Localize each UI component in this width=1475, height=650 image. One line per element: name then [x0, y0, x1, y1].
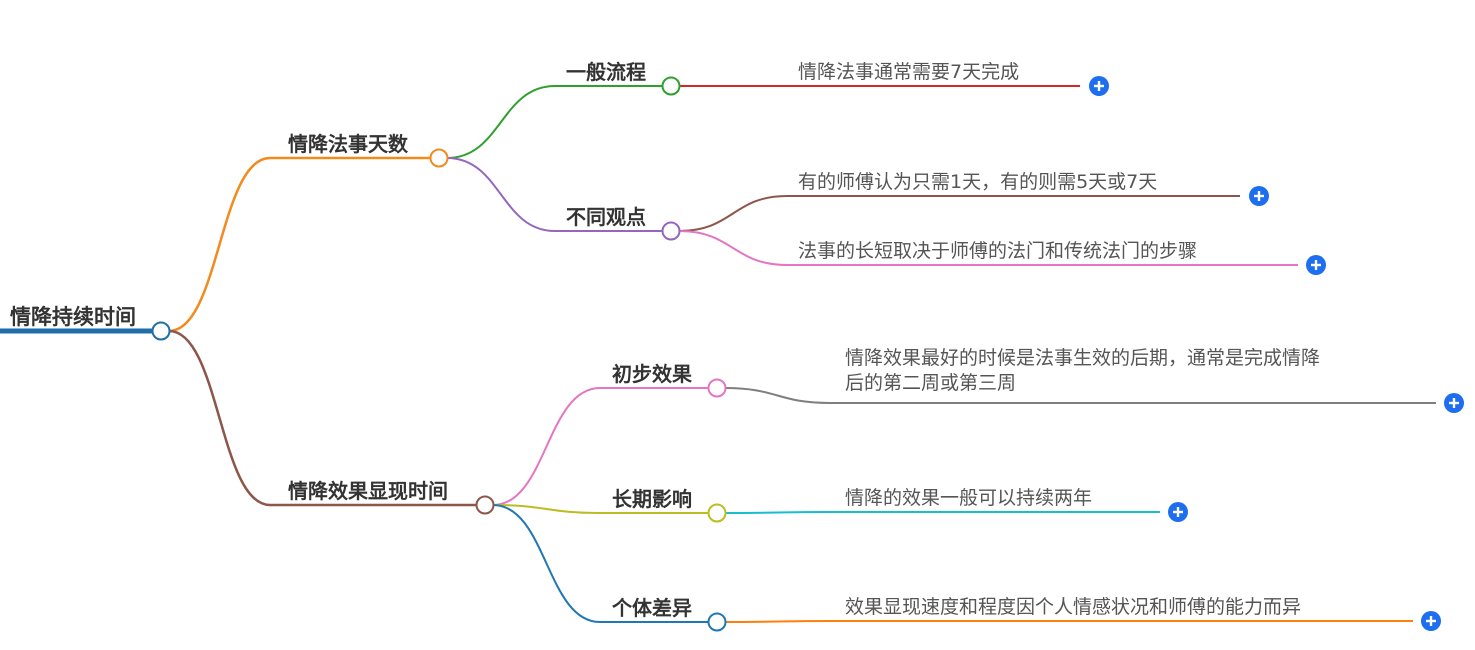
leaf-line: 有的师傅认为只需1天，有的则需5天或7天	[798, 171, 1158, 193]
edge-b1-b12	[492, 504, 601, 623]
leaf-line: 情降法事通常需要7天完成	[798, 61, 1020, 83]
edge-b0-b00	[446, 85, 556, 159]
leaf-node-depends-on-method[interactable]: 法事的长短取决于师傅的法门和传统法门的步骤	[798, 239, 1197, 263]
node-circle-b00[interactable]	[661, 76, 681, 96]
branch-node-initial-effect[interactable]: 初步效果	[612, 362, 692, 386]
leaf-node-two-years[interactable]: 情降的效果一般可以持续两年	[845, 486, 1092, 510]
edge-b1-b10	[492, 387, 601, 506]
node-circle-b1[interactable]	[475, 495, 495, 515]
leaf-node-seven-days[interactable]: 情降法事通常需要7天完成	[798, 60, 1019, 84]
node-circle-b10[interactable]	[707, 378, 727, 398]
expand-plus-icon[interactable]	[1168, 502, 1188, 522]
branch-node-individual-diff[interactable]: 个体差异	[612, 596, 692, 620]
node-circle-b12[interactable]	[707, 612, 727, 632]
branch-node-long-term[interactable]: 长期影响	[612, 487, 692, 511]
edge-root-b0	[168, 156, 271, 333]
expand-plus-icon[interactable]	[1089, 76, 1109, 96]
branch-node-general-process[interactable]: 一般流程	[566, 60, 646, 84]
branch-node-ritual-days[interactable]: 情降法事天数	[288, 132, 408, 156]
leaf-node-best-effect-period[interactable]: 情降效果最好的时候是法事生效的后期，通常是完成情降 后的第二周或第三周	[845, 346, 1435, 396]
edge-leaf-5	[724, 620, 831, 623]
edge-leaf-4	[724, 511, 831, 514]
leaf-node-one-to-seven-days[interactable]: 有的师傅认为只需1天，有的则需5天或7天	[798, 170, 1157, 194]
branch-node-effect-timing[interactable]: 情降效果显现时间	[288, 479, 448, 503]
node-circle-b0[interactable]	[429, 148, 449, 168]
root-node-label[interactable]: 情降持续时间	[10, 305, 136, 329]
leaf-line: 法事的长短取决于师傅的法门和传统法门的步骤	[798, 240, 1198, 262]
node-circle-b11[interactable]	[707, 503, 727, 523]
expand-plus-icon[interactable]	[1444, 393, 1464, 413]
node-circle-b01[interactable]	[661, 221, 681, 241]
root-node-circle[interactable]	[151, 321, 171, 341]
edge-b0-b01	[446, 157, 556, 232]
edge-leaf-3	[724, 387, 831, 404]
leaf-line: 情降的效果一般可以持续两年	[845, 487, 1093, 509]
edge-root-b1	[168, 329, 271, 507]
expand-plus-icon[interactable]	[1306, 255, 1326, 275]
leaf-line: 后的第二周或第三周	[845, 372, 1017, 394]
edge-leaf-1	[678, 195, 788, 232]
edge-leaf-2	[678, 230, 788, 266]
edge-b1-b11	[492, 504, 601, 514]
expand-plus-icon[interactable]	[1249, 186, 1269, 206]
leaf-node-varies-by-person[interactable]: 效果显现速度和程度因个人情感状况和师傅的能力而异	[845, 595, 1301, 619]
leaf-line: 情降效果最好的时候是法事生效的后期，通常是完成情降	[845, 347, 1321, 369]
branch-node-different-views[interactable]: 不同观点	[566, 205, 646, 229]
expand-plus-icon[interactable]	[1421, 611, 1441, 631]
leaf-line: 效果显现速度和程度因个人情感状况和师傅的能力而异	[845, 596, 1302, 618]
